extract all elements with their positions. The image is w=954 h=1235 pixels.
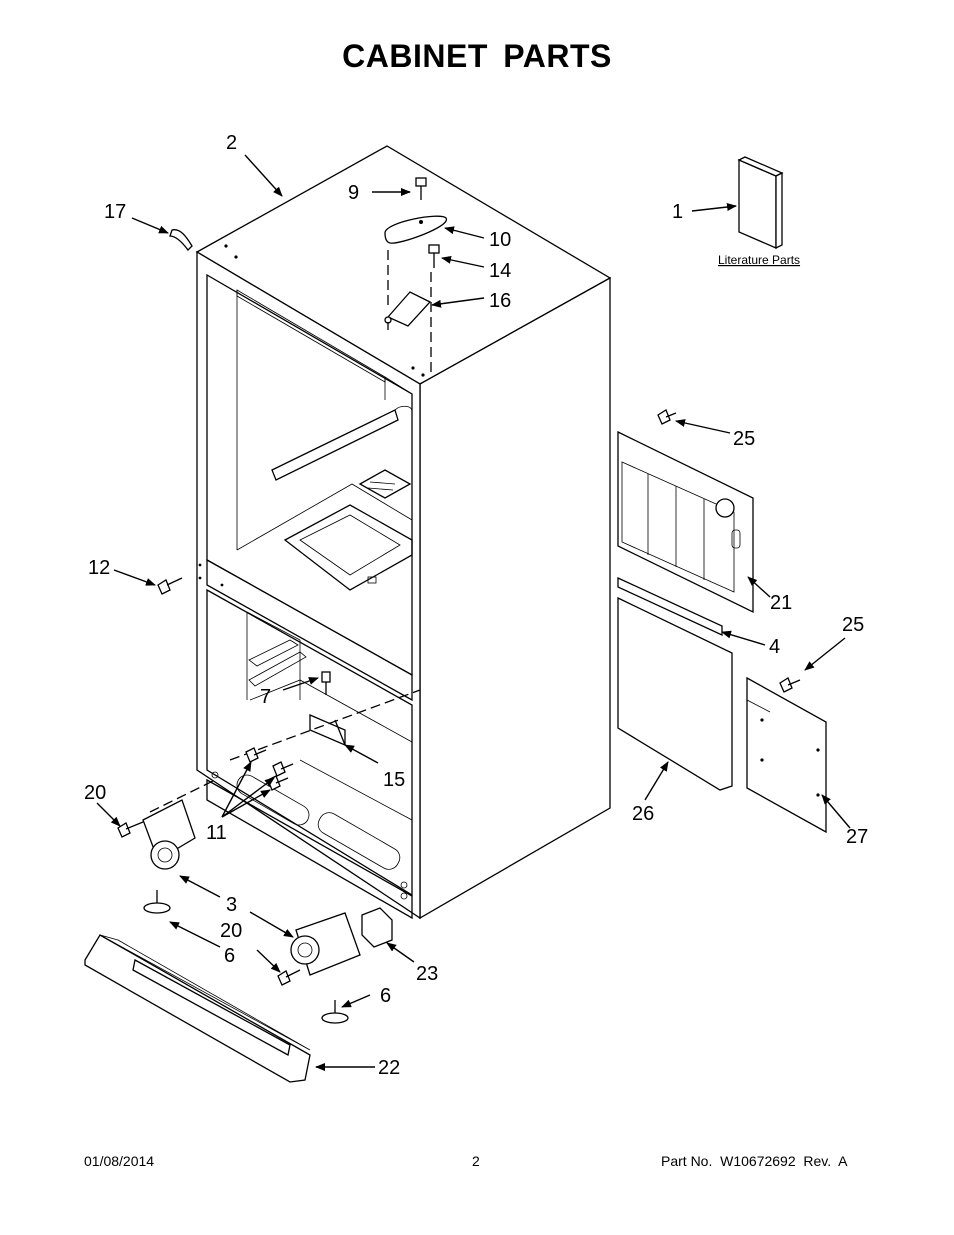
callout-11: 11: [206, 822, 227, 844]
callout-1: 1: [672, 201, 683, 223]
part-17-clip: [169, 229, 193, 251]
page-title: CABINET PARTS: [342, 38, 612, 74]
callout-7: 7: [260, 686, 271, 708]
part-25-screws: [657, 409, 801, 693]
top-hinge-illustration: [384, 177, 447, 372]
callout-15: 15: [383, 769, 405, 791]
callout-23: 23: [416, 963, 438, 985]
callout-6a: 6: [224, 945, 235, 967]
callout-26: 26: [632, 803, 654, 825]
callout-22: 22: [378, 1057, 400, 1079]
part-11-screws: [245, 747, 294, 791]
callout-21: 21: [770, 592, 792, 614]
callout-17: 17: [104, 201, 126, 223]
callout-25a: 25: [733, 428, 755, 450]
callout-20a: 20: [84, 782, 106, 804]
rear-access-panel-illustration: [617, 430, 754, 614]
callout-27: 27: [846, 826, 868, 848]
callout-3: 3: [226, 894, 237, 916]
callout-2: 2: [226, 132, 237, 154]
front-roller-right: [277, 907, 393, 1024]
footer-part-number: Part No. W10672692 Rev. A: [661, 1153, 848, 1169]
callout-6b: 6: [380, 985, 391, 1007]
part-27-panel: [746, 676, 827, 834]
callout-25b: 25: [842, 614, 864, 636]
callout-10: 10: [489, 229, 511, 251]
cabinet-illustration: [195, 145, 612, 920]
literature-book-illustration: [737, 156, 784, 250]
callout-4: 4: [769, 636, 780, 658]
base-grille-illustration: [84, 934, 311, 1083]
leader-arrows: [96, 154, 851, 1071]
callout-9: 9: [348, 182, 359, 204]
callout-16: 16: [489, 290, 511, 312]
callout-12: 12: [88, 557, 110, 579]
literature-parts-label: Literature Parts: [718, 253, 800, 267]
footer-page-number: 2: [472, 1153, 480, 1169]
footer-date: 01/08/2014: [84, 1153, 155, 1169]
callout-20b: 20: [220, 920, 242, 942]
part-26-pad: [617, 596, 733, 791]
callout-14: 14: [489, 260, 511, 282]
front-roller-left: [117, 779, 216, 914]
part-12-screw: [157, 577, 183, 595]
